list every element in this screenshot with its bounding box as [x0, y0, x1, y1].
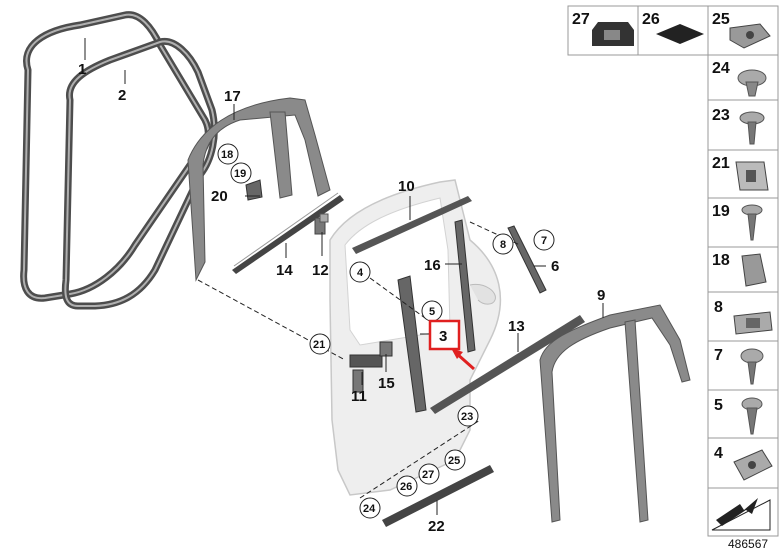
- sill-trim-22: [382, 465, 494, 527]
- wood-screw-icon: [741, 397, 763, 435]
- callout-circle-24: 24: [359, 497, 381, 519]
- trim-strip-6: [507, 225, 547, 294]
- callout-circle-5: 5: [421, 300, 443, 322]
- callout-15: 15: [378, 375, 395, 392]
- part-label-25: 25: [712, 11, 730, 28]
- svg-text:23: 23: [461, 411, 473, 423]
- callout-circle-23: 23: [457, 405, 479, 427]
- part-label-19: 19: [712, 203, 730, 220]
- callout-1: 1: [78, 61, 86, 78]
- svg-text:7: 7: [541, 235, 547, 247]
- part-label-18: 18: [712, 252, 730, 269]
- callout-circle-8: 8: [492, 233, 514, 255]
- callout-circle-26: 26: [396, 475, 418, 497]
- window-channel-10: [352, 196, 472, 254]
- callout-14: 14: [276, 262, 293, 279]
- window-channel-16: [454, 219, 476, 353]
- bracket-clip-icon: [733, 311, 773, 335]
- svg-text:4: 4: [357, 267, 364, 279]
- hinge-part-11: [349, 354, 383, 393]
- svg-text:27: 27: [422, 469, 434, 481]
- callout-circle-21: 21: [309, 333, 331, 355]
- pan-head-screw-icon: [740, 348, 764, 385]
- svg-text:24: 24: [363, 503, 376, 515]
- nut-clip-icon: [729, 23, 771, 49]
- callout-9: 9: [597, 287, 605, 304]
- svg-text:26: 26: [400, 481, 412, 493]
- rubber-pad-icon: [592, 22, 634, 46]
- dashed-connector: [369, 277, 426, 319]
- part-label-21: 21: [712, 155, 730, 172]
- dashed-connector: [469, 221, 521, 246]
- clip-12: [314, 213, 329, 235]
- callout-13: 13: [508, 318, 525, 335]
- part-cell-18: [707, 246, 779, 293]
- svg-text:25: 25: [448, 455, 460, 467]
- document-number: 486567: [728, 537, 768, 551]
- callout-circle-25: 25: [444, 449, 466, 471]
- screw-icon: [739, 111, 765, 145]
- part-cell-23: [707, 99, 779, 151]
- callout-6: 6: [551, 258, 559, 275]
- svg-text:8: 8: [500, 239, 506, 251]
- spring-nut-icon: [733, 449, 773, 481]
- part-label-5: 5: [714, 397, 723, 414]
- part-label-8: 8: [714, 299, 723, 316]
- foam-pad-icon: [656, 24, 704, 44]
- cover-20: [245, 179, 263, 201]
- red-arrow-icon: [451, 348, 475, 371]
- callout-20: 20: [211, 188, 228, 205]
- part-label-27: 27: [572, 11, 590, 28]
- part-label-24: 24: [712, 60, 730, 77]
- weatherstrip-strip-14: [232, 192, 344, 274]
- callout-17: 17: [224, 88, 241, 105]
- window-frame-trim: [187, 97, 331, 282]
- part-label-4: 4: [714, 445, 723, 462]
- callout-circle-27: 27: [418, 463, 440, 485]
- part-label-26: 26: [642, 11, 660, 28]
- pillar-cover: [397, 275, 427, 413]
- callout-circle-19: 19: [230, 162, 252, 184]
- part-label-23: 23: [712, 107, 730, 124]
- callout-10: 10: [398, 178, 415, 195]
- svg-text:3: 3: [439, 328, 447, 345]
- callout-circle-18: 18: [217, 143, 239, 165]
- trim-clip-icon: [741, 253, 767, 287]
- outer-weatherstrip-13: [430, 315, 585, 414]
- part-cell-7: [707, 340, 779, 391]
- door-seal-inner: [61, 37, 218, 310]
- svg-text:18: 18: [221, 149, 233, 161]
- arrow-plate-icon: [711, 498, 771, 531]
- expanding-rivet-icon: [737, 69, 767, 97]
- svg-text:19: 19: [234, 168, 246, 180]
- svg-text:21: 21: [313, 339, 325, 351]
- parts-panel: 27 26 25 24 23 21 19 18 8 7 5 4: [567, 5, 779, 537]
- window-frame-9: [539, 304, 691, 523]
- callout-16: 16: [424, 257, 441, 274]
- self-tapping-screw-icon: [741, 204, 763, 241]
- callout-11: 11: [351, 388, 367, 405]
- callout-2: 2: [118, 87, 126, 104]
- svg-text:5: 5: [429, 306, 435, 318]
- part-cell-19: [707, 197, 779, 248]
- grommet-icon: [735, 161, 769, 191]
- part-label-7: 7: [714, 347, 723, 364]
- callout-22: 22: [428, 518, 445, 535]
- leader-lines: [84, 38, 604, 515]
- bracket-15: [379, 341, 393, 357]
- highlighted-callout-3[interactable]: 3: [420, 319, 461, 351]
- callout-circle-4: 4: [349, 261, 371, 283]
- callout-circle-7: 7: [533, 229, 555, 251]
- callout-12: 12: [312, 262, 329, 279]
